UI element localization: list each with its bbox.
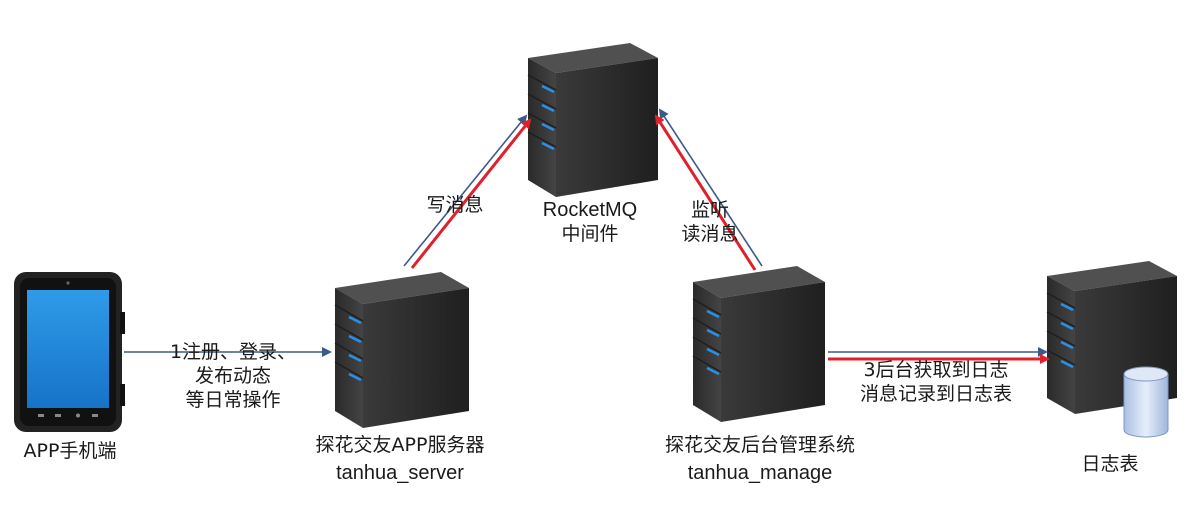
- mq-title: RocketMQ: [542, 199, 638, 221]
- edge-manage-to-log-label: 3后台获取到日志 消息记录到日志表: [836, 358, 1036, 406]
- database-icon: [1123, 366, 1169, 438]
- edge-phone-to-server-label: 1注册、登录、 发布动态 等日常操作: [148, 340, 318, 412]
- phone-label: APP手机端: [23, 440, 117, 462]
- log-table-label: 日志表: [1081, 453, 1139, 475]
- arrow-server-to-mq-blue: [403, 114, 528, 267]
- arrow-server-to-mq-red: [410, 118, 532, 269]
- manage-name-cn: 探花交友后台管理系统: [664, 434, 855, 456]
- mq-label: RocketMQ 中间件: [520, 198, 660, 246]
- edge-phone-line-2: 发布动态: [194, 365, 271, 387]
- mq-server-icon: [527, 43, 658, 197]
- arrow-manage-listen-red: [654, 114, 757, 271]
- edge-listen-line-1: 监听: [690, 199, 729, 221]
- edge-listen-label: 监听 读消息: [660, 198, 760, 246]
- mq-subtitle: 中间件: [561, 223, 619, 245]
- edge-log-line-1: 3后台获取到日志: [863, 359, 1009, 381]
- phone-icon: [14, 272, 125, 432]
- edge-log-line-2: 消息记录到日志表: [859, 383, 1012, 405]
- app-server-name-en: tanhua_server: [336, 462, 464, 484]
- arrow-manage-listen-blue: [658, 108, 763, 267]
- edge-write-label: 写消息: [426, 194, 484, 216]
- edge-phone-line-3: 等日常操作: [185, 389, 281, 411]
- manage-label: 探花交友后台管理系统 tanhua_manage: [635, 433, 885, 485]
- app-server-label: 探花交友APP服务器 tanhua_server: [290, 433, 510, 485]
- edge-phone-line-1: 1注册、登录、: [169, 341, 297, 363]
- manage-name-en: tanhua_manage: [687, 462, 833, 484]
- edge-listen-line-2: 读消息: [681, 223, 739, 245]
- app-server-name-cn: 探花交友APP服务器: [315, 434, 485, 456]
- manage-server-icon: [692, 266, 825, 422]
- app-server-icon: [334, 272, 469, 428]
